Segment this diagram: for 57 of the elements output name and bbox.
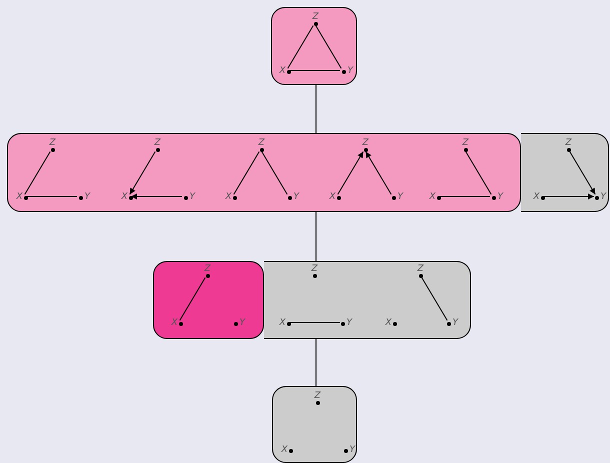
vertex-node: Y	[392, 193, 403, 202]
arrow	[365, 151, 392, 195]
vertex-node: Y	[344, 446, 355, 455]
graph-edge	[233, 151, 260, 195]
graph-edge	[315, 25, 342, 69]
vertex-node: X	[329, 193, 340, 202]
vertex-node: X	[16, 193, 28, 202]
vertex-node: X	[121, 193, 132, 202]
arrow	[130, 194, 182, 200]
graph-edge	[261, 151, 288, 195]
vertex-node: X	[385, 319, 396, 328]
graph-edge	[288, 70, 340, 71]
vertex-node: Z	[312, 12, 320, 26]
vertex-node: Z	[258, 138, 266, 152]
graph-edge	[24, 151, 51, 195]
graph-edge	[438, 196, 490, 197]
vertex-node: Z	[310, 264, 318, 278]
graph-panel	[153, 261, 264, 339]
graph-edge	[465, 151, 492, 195]
vertex-node: Y	[234, 319, 245, 328]
graph-edge	[26, 196, 78, 197]
vertex-node: Y	[446, 319, 458, 328]
vertex-node: Z	[362, 138, 370, 152]
vertex-node: X	[225, 193, 236, 202]
vertex-node: X	[171, 319, 182, 328]
graph-edge	[288, 322, 340, 323]
vertex-node: X	[429, 193, 440, 202]
graph-panel	[272, 386, 357, 463]
vertex-node: X	[279, 319, 290, 328]
vertex-node: Y	[594, 193, 606, 202]
vertex-node: Y	[342, 67, 353, 76]
vertex-node: Z	[564, 138, 572, 152]
vertex-node: Y	[288, 193, 299, 202]
vertex-node: Z	[154, 138, 162, 152]
vertex-node: Y	[492, 193, 503, 202]
graph-panel	[521, 133, 609, 212]
arrow	[542, 194, 594, 200]
vertex-node: X	[281, 446, 292, 455]
arrow	[337, 151, 364, 195]
vertex-node: Z	[48, 138, 56, 152]
graph-edge	[287, 25, 314, 69]
vertex-node: X	[533, 193, 544, 202]
graph-edge	[179, 277, 206, 321]
vertex-node: Y	[184, 193, 195, 202]
arrow	[129, 151, 156, 195]
vertex-node: Z	[416, 264, 424, 278]
vertex-node: Z	[462, 138, 470, 152]
vertex-node: Y	[340, 319, 352, 328]
arrow	[569, 151, 596, 195]
vertex-node: Z	[314, 392, 322, 404]
vertex-node: X	[279, 67, 290, 76]
graph-panel	[264, 261, 471, 339]
vertex-node: Z	[204, 264, 212, 278]
graph-edge	[421, 277, 448, 321]
vertex-node: Y	[78, 193, 90, 202]
graph-panel	[271, 7, 357, 85]
graph-panel	[7, 133, 521, 212]
